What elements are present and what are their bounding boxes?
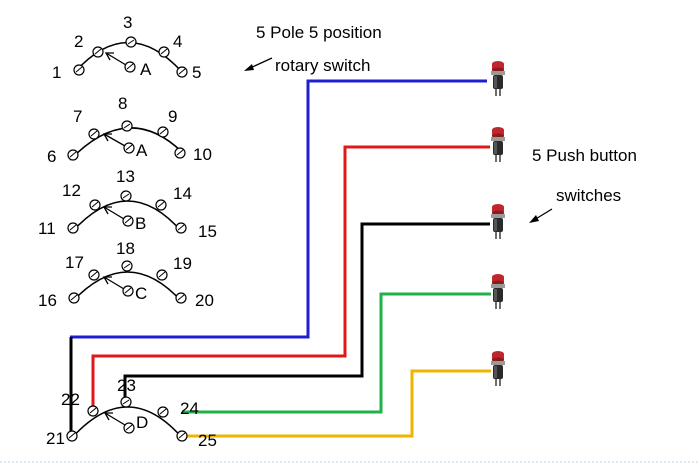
wire-green <box>182 292 491 414</box>
terminal-label: 16 <box>38 291 57 310</box>
terminal-mark <box>159 408 167 415</box>
terminal-label: 15 <box>198 222 217 241</box>
wire-red <box>91 145 490 410</box>
terminal-mark <box>89 407 97 414</box>
terminal-label: 19 <box>173 254 192 273</box>
pole-label: D <box>136 413 148 432</box>
terminal-label: 20 <box>195 291 214 310</box>
terminal-label: 18 <box>116 239 135 258</box>
wire-blue <box>70 79 487 339</box>
terminal-mark <box>127 39 135 45</box>
terminal-mark <box>177 294 185 301</box>
terminal-mark <box>176 149 184 156</box>
rotary-caption-arrowhead <box>244 64 254 71</box>
push-button-switch-2 <box>491 127 505 162</box>
terminal-mark <box>69 224 77 231</box>
terminal-mark <box>94 48 102 55</box>
terminal-mark <box>70 294 78 301</box>
terminal-label: 22 <box>61 390 80 409</box>
rotary-switch-2: 6 7 8 9 10 A <box>47 94 212 166</box>
switch-arc <box>71 271 183 303</box>
terminal-mark <box>122 399 130 405</box>
terminal-label: 23 <box>117 376 136 395</box>
terminal-label: 21 <box>46 429 65 448</box>
terminal-label: 5 <box>192 63 201 82</box>
terminal-mark <box>91 201 99 208</box>
terminal-label: 12 <box>62 181 81 200</box>
terminal-label: 11 <box>38 219 56 238</box>
push-button-switch-4 <box>491 274 505 309</box>
pole-label: A <box>140 60 152 79</box>
rotor-arrow <box>103 276 125 290</box>
rotor-arrow <box>104 412 126 426</box>
terminal-label: 2 <box>74 32 83 51</box>
rotary-switch-5: 21 22 23 24 25 D <box>46 376 217 450</box>
rotor-arrow <box>103 133 126 147</box>
terminal-label: 3 <box>123 13 132 32</box>
rotary-switch-caption-line2: rotary switch <box>275 56 370 75</box>
push-button-switch-1 <box>491 61 505 96</box>
terminal-label: 9 <box>168 107 177 126</box>
terminal-label: 25 <box>198 431 217 450</box>
terminal-mark <box>123 123 131 129</box>
terminal-label: 10 <box>193 145 212 164</box>
push-button-switch-5 <box>491 351 505 386</box>
rotary-switch-4: 16 17 18 19 20 C <box>38 239 214 310</box>
terminal-mark <box>123 263 131 269</box>
terminal-mark <box>90 130 98 137</box>
terminal-mark <box>126 63 134 70</box>
terminal-label: 1 <box>52 63 61 82</box>
terminal-mark <box>160 48 168 55</box>
pole-label: A <box>136 141 148 160</box>
rotor-arrowhead <box>102 133 112 142</box>
terminal-label: 14 <box>173 184 192 203</box>
rotor-arrowhead <box>103 412 113 421</box>
terminal-label: 6 <box>47 147 56 166</box>
rotor-arrow <box>103 206 125 220</box>
rotor-arrowhead <box>102 276 112 285</box>
annotations: 5 Pole 5 position rotary switch 5 Push b… <box>244 23 637 223</box>
terminal-mark <box>69 151 77 158</box>
terminal-mark <box>158 271 166 278</box>
terminal-mark <box>159 128 167 135</box>
terminal-mark <box>122 193 130 199</box>
terminal-mark <box>75 66 83 73</box>
push-button-caption-line2: switches <box>556 186 621 205</box>
push-button-switch-3 <box>491 204 505 239</box>
wire-yellow <box>182 369 491 438</box>
push-button-caption-line1: 5 Push button <box>532 146 637 165</box>
pole-label: C <box>135 284 147 303</box>
terminal-label: 13 <box>116 167 135 186</box>
terminal-mark <box>125 424 133 431</box>
terminal-mark <box>124 287 132 294</box>
rotor-arrowhead <box>102 206 112 215</box>
terminal-mark <box>177 224 185 231</box>
push-buttons <box>491 61 505 386</box>
terminal-label: 7 <box>73 107 82 126</box>
terminal-mark <box>68 432 76 439</box>
terminal-mark <box>178 432 186 439</box>
terminal-label: 24 <box>180 399 199 418</box>
rotary-switch-3: 11 12 13 14 15 B <box>38 167 217 241</box>
terminal-mark <box>178 68 186 75</box>
terminal-label: 8 <box>118 94 127 113</box>
rotary-switch-caption-line1: 5 Pole 5 position <box>256 23 382 42</box>
rotor-arrow <box>105 52 127 66</box>
push-caption-arrowhead <box>529 215 539 223</box>
terminal-label: 17 <box>65 253 84 272</box>
terminal-mark <box>90 271 98 278</box>
terminal-mark <box>157 201 165 208</box>
rotary-switch-1: 1 2 3 4 5 A <box>52 13 201 82</box>
terminal-mark <box>125 144 133 151</box>
wire-black <box>69 222 490 436</box>
wires <box>69 79 491 438</box>
terminal-mark <box>124 217 132 224</box>
rotor-arrowhead <box>104 52 114 61</box>
terminal-label: 4 <box>173 32 182 51</box>
pole-label: B <box>135 214 146 233</box>
